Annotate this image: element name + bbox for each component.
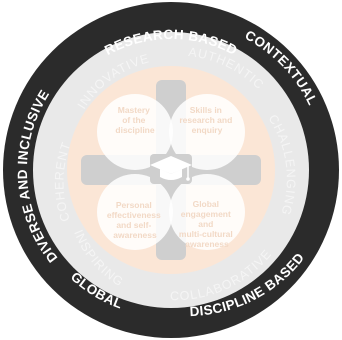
quadrant-text-personal: Personal effectiveness and self- awarene… (107, 200, 163, 240)
quadrant-mastery (97, 94, 173, 170)
quadrant-text-research: Skills in research and enquiry (179, 105, 234, 135)
quadrant-global (169, 174, 245, 250)
quadrant-research-skills (169, 94, 245, 170)
graduation-cap-icon (150, 154, 192, 184)
quadrant-text-mastery: Mastery of the discipline (115, 105, 154, 135)
inner-label-coherent: COHERENT (52, 140, 73, 224)
quadrant-personal (97, 174, 173, 250)
quadrant-text-global: Global engagement and multi-cultural awa… (179, 199, 235, 249)
